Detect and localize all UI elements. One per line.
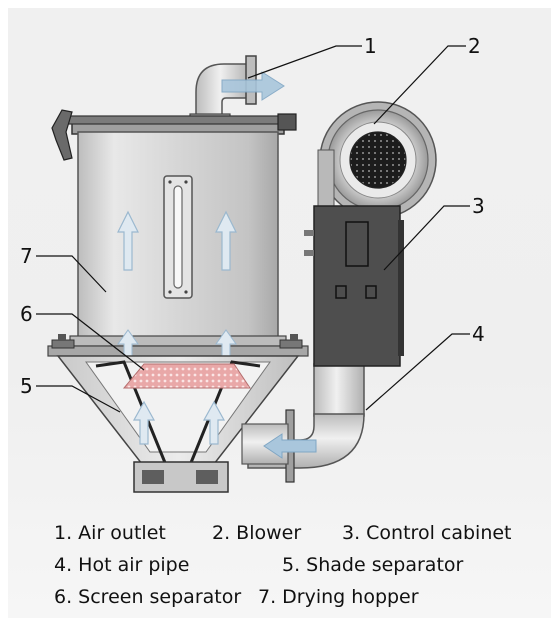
callout-5: 5: [20, 374, 33, 398]
callout-4: 4: [472, 322, 485, 346]
air-outlet: [189, 55, 285, 123]
callout-3: 3: [472, 194, 485, 218]
airflow-arrow: [263, 433, 317, 459]
callout-7: 7: [20, 244, 33, 268]
callout-6: 6: [20, 302, 33, 326]
leader-lines: [36, 45, 470, 413]
cabinet-switch: [335, 285, 347, 299]
blower-grille: [349, 131, 407, 189]
screen-separator: [122, 363, 251, 389]
airflow-arrow: [117, 210, 139, 271]
blower: [317, 101, 437, 219]
control-cabinet: [304, 205, 404, 367]
callout-2: 2: [468, 34, 481, 58]
drying-hopper: [77, 131, 279, 339]
hot-air-pipe: [241, 363, 365, 483]
cabinet-switch: [365, 285, 377, 299]
airflow-arrow: [215, 210, 237, 271]
airflow-arrow: [221, 71, 285, 101]
cabinet-display: [345, 221, 369, 267]
callout-1: 1: [364, 34, 377, 58]
